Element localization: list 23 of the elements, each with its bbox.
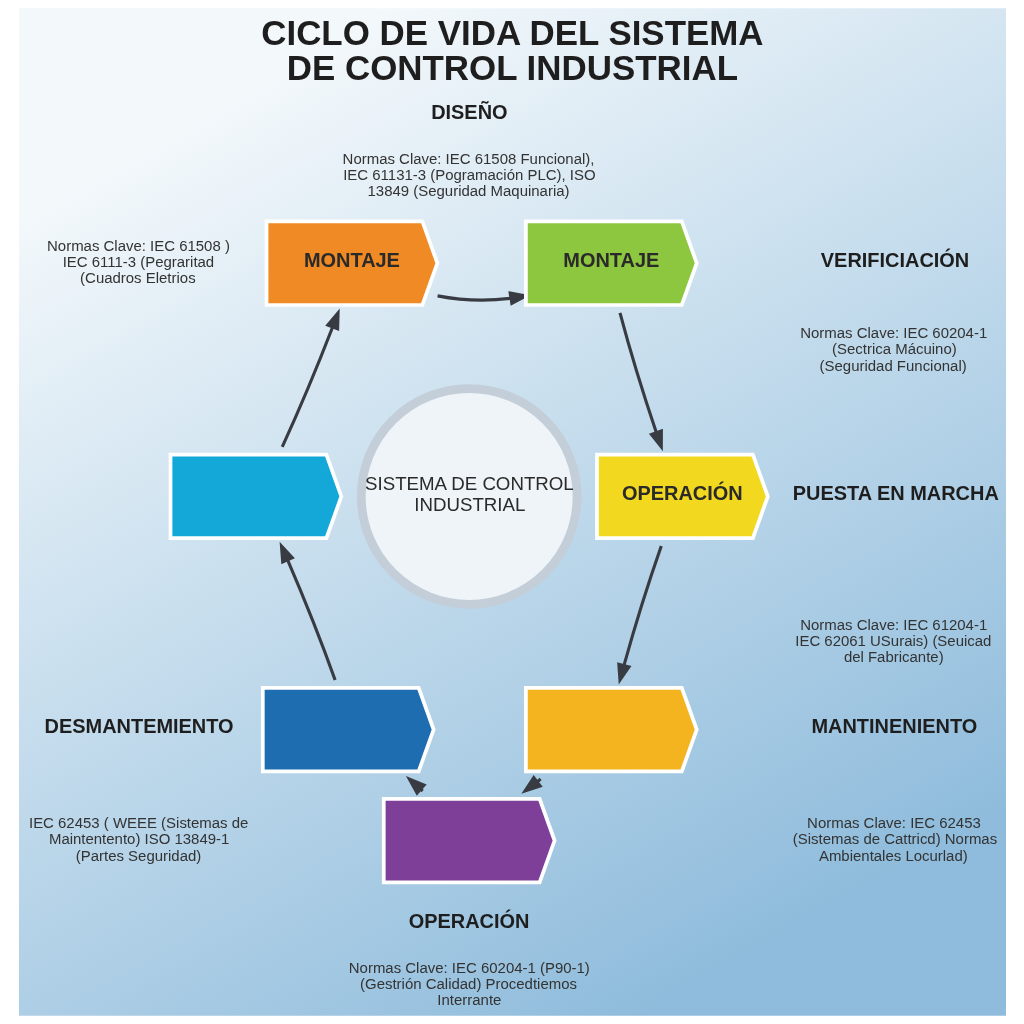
label: Normas Clave: IEC 60204-1 (Sectrica Mácuino) (Seguridad Funcional) [799, 324, 987, 374]
node-chevron [260, 685, 436, 774]
diagram-title: CICLO DE VIDA DEL SISTEMA DE CONTROL INDUSTRIAL [260, 12, 764, 87]
label: Normas Clave: IEC 62453 (Sistemas de Cattricd) Normas Ambientales Locurlad) [792, 814, 997, 864]
label: Normas Clave: IEC 61204-1 IEC 62061 USurais) (Seuicad del Fabricante) [794, 615, 991, 666]
label: PUESTA EN MARCHA [792, 481, 999, 504]
label: Normas Clave: IEC 60204-1 (P90-1) (Gestrión Calidad) Procedtiemos Interrante [348, 958, 590, 1009]
label: Normas Clave: IEC 61508 ) IEC 6111-3 (Pegraritad (Cuadros Eletrios [46, 236, 230, 287]
label: MANTINENIENTO [810, 715, 977, 738]
label: IEC 62453 ( WEEE (Sistemas de Maintentento) ISO 13849-1 (Partes Seguridad) [28, 814, 248, 864]
arrow [618, 312, 663, 452]
label: DISEÑO [430, 100, 508, 123]
node-circle: SISTEMA DE CONTROL INDUSTRIAL [356, 384, 581, 609]
label: Normas Clave: IEC 61508 Funcional), IEC 61131-3 (Pogramación PLC), ISO 13849 (Seguridad Maquinaria) [342, 149, 596, 200]
arrow [279, 541, 337, 681]
node-chevron [523, 685, 699, 774]
arrow [616, 545, 663, 685]
node-chevron [168, 452, 343, 541]
label: DESMANTEMIENTO [44, 715, 234, 738]
label: OPERACIÓN [408, 910, 529, 933]
label: VERIFICIACIÓN [820, 248, 969, 271]
node-chevron [381, 796, 557, 885]
arrow [280, 308, 340, 448]
